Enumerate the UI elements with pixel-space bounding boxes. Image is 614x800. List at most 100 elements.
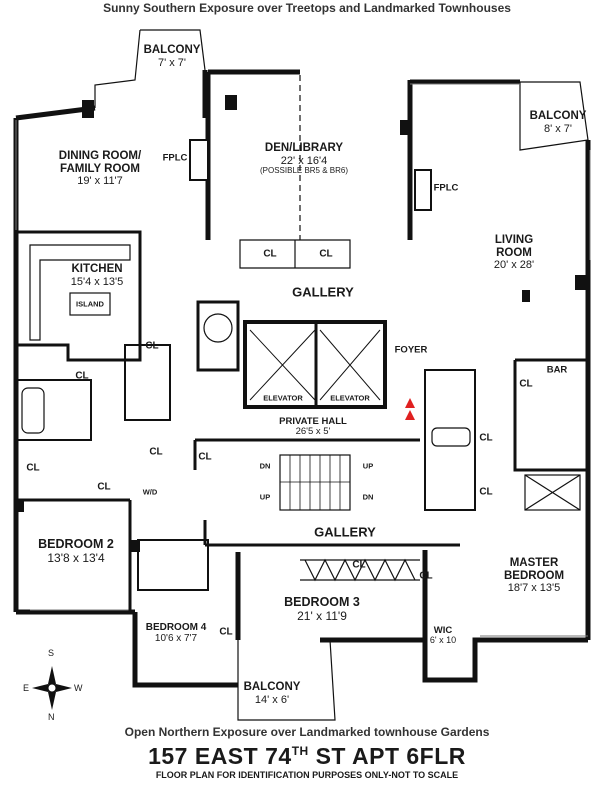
room-living: LIVING ROOM 20' x 28' — [494, 234, 534, 271]
closet-label: CL — [145, 340, 159, 352]
room-name: BALCONY — [143, 44, 201, 56]
wall-dining-top — [15, 105, 96, 121]
bar-label: BAR — [546, 364, 568, 376]
closet-label: CL — [219, 626, 233, 638]
balcony-right-outline — [519, 81, 589, 151]
fireplace-dining — [189, 139, 209, 181]
room-name: WIC — [433, 625, 453, 636]
bathroom-left — [15, 379, 92, 441]
compass-rose-icon — [32, 666, 72, 710]
room-private-hall: PRIVATE HALL 26'5 x 5' — [279, 416, 347, 438]
room-name: MASTER — [509, 557, 559, 569]
room-balcony-top: BALCONY 7' x 7' — [144, 44, 201, 69]
disclaimer: FLOOR PLAN FOR IDENTIFICATION PURPOSES O… — [155, 770, 459, 780]
bedroom3-closets — [300, 558, 420, 582]
kitchen-island-label: ISLAND — [76, 299, 104, 309]
fireplace-living — [414, 169, 432, 211]
bath-center-left — [124, 344, 171, 421]
room-dims: 26'5 x 5' — [295, 426, 331, 438]
closet-label: CL — [479, 432, 493, 444]
compass-w: W — [74, 683, 83, 693]
room-den: DEN/LIBRARY 22' x 16'4 (POSSIBLE BR5 & B… — [260, 142, 348, 176]
gallery-label-upper: GALLERY — [292, 284, 354, 300]
elevator-label-1: ELEVATOR — [263, 393, 303, 403]
room-name: FAMILY ROOM — [60, 162, 140, 175]
bath-bedroom4 — [137, 539, 209, 591]
den-closets — [239, 239, 351, 269]
compass-s: S — [48, 648, 55, 658]
room-wic: WIC 6' x 10 — [429, 625, 457, 646]
room-dims: 6' x 10 — [429, 635, 457, 646]
room-dining: DINING ROOM/ FAMILY ROOM 19' x 11'7 — [59, 150, 141, 187]
room-bedroom3: BEDROOM 3 21' x 11'9 — [284, 595, 360, 623]
closet-label: CL — [149, 446, 163, 458]
room-name: ROOM — [496, 246, 532, 259]
room-name: BEDROOM 4 — [145, 622, 207, 633]
room-name: BALCONY — [529, 110, 587, 122]
compass-e: E — [23, 683, 30, 693]
room-name: BALCONY — [243, 681, 301, 693]
master-bath — [513, 358, 588, 472]
wall-bedroom4-bottom — [132, 612, 238, 688]
room-kitchen: KITCHEN 15'4 x 13'5 — [71, 263, 124, 288]
stair-dn-label-2: DN — [362, 492, 374, 502]
fplc-label-dining: FPLC — [162, 152, 188, 164]
room-dims: 20' x 28' — [493, 259, 535, 272]
kitchen-outline — [16, 230, 142, 362]
closet-label: CL — [198, 451, 212, 463]
room-dims: 14' x 6' — [254, 693, 290, 706]
balcony-top-outline — [94, 29, 206, 108]
closet-label: CL — [319, 248, 333, 260]
room-dims: 18'7 x 13'5 — [507, 582, 561, 595]
room-name: LIVING — [494, 234, 534, 246]
closet-label: CL — [479, 486, 493, 498]
address-title: 157 EAST 74TH ST APT 6FLR — [0, 743, 614, 770]
header-exposure-note: Sunny Southern Exposure over Treetops an… — [103, 1, 511, 15]
room-dims: 13'8 x 13'4 — [47, 550, 105, 565]
address-pre: 157 EAST 74 — [148, 743, 292, 769]
kitchen-island — [69, 292, 111, 316]
room-name: KITCHEN — [71, 263, 123, 275]
room-name: DEN/LIBRARY — [264, 142, 344, 154]
closet-label: CL — [75, 370, 89, 382]
stair-up-label-1: UP — [362, 461, 374, 471]
room-dims: 19' x 11'7 — [77, 175, 123, 188]
compass: S E W N — [22, 648, 83, 723]
closet-label: CL — [263, 248, 277, 260]
address-post: ST APT 6FLR — [308, 743, 466, 769]
room-dims: 10'6 x 7'7 — [154, 633, 198, 644]
room-dims: 21' x 11'9 — [297, 608, 347, 623]
wall-wic — [422, 590, 588, 683]
room-dims: 7' x 7' — [157, 56, 187, 69]
room-master: MASTER BEDROOM 18'7 x 13'5 — [504, 557, 564, 594]
bath-right — [424, 369, 476, 511]
kitchen-counter — [29, 244, 131, 341]
stair-dn-label-1: DN — [259, 461, 271, 471]
closet-label: CL — [519, 378, 533, 390]
closet-label: CL — [352, 559, 366, 571]
stair-up-label-2: UP — [259, 492, 271, 502]
room-name: BEDROOM — [503, 569, 565, 582]
stairs — [279, 454, 351, 511]
compass-n: N — [48, 712, 55, 722]
stair-room — [196, 300, 240, 372]
room-name: PRIVATE HALL — [279, 416, 347, 427]
closet-label: CL — [419, 570, 433, 582]
room-dims: 15'4 x 13'5 — [70, 275, 124, 288]
room-bedroom2: BEDROOM 2 13'8 x 13'4 — [38, 537, 114, 565]
room-balcony-bottom: BALCONY 14' x 6' — [244, 681, 301, 706]
footer-exposure-note: Open Northern Exposure over Landmarked t… — [124, 725, 490, 739]
room-dims: 22' x 16'4 — [280, 154, 328, 167]
room-bedroom4: BEDROOM 4 10'6 x 7'7 — [146, 622, 207, 644]
fplc-label-living: FPLC — [433, 182, 459, 194]
elevator-label-2: ELEVATOR — [330, 393, 370, 403]
room-balcony-right: BALCONY 8' x 7' — [530, 110, 587, 135]
private-hall — [193, 438, 420, 470]
room-name: DINING ROOM/ — [58, 150, 142, 162]
room-name: BEDROOM 2 — [38, 537, 114, 551]
foyer-label: FOYER — [394, 344, 428, 356]
room-note: (POSSIBLE BR5 & BR6) — [259, 165, 349, 175]
wd-label: W/D — [142, 487, 158, 497]
address-sup: TH — [291, 744, 309, 758]
